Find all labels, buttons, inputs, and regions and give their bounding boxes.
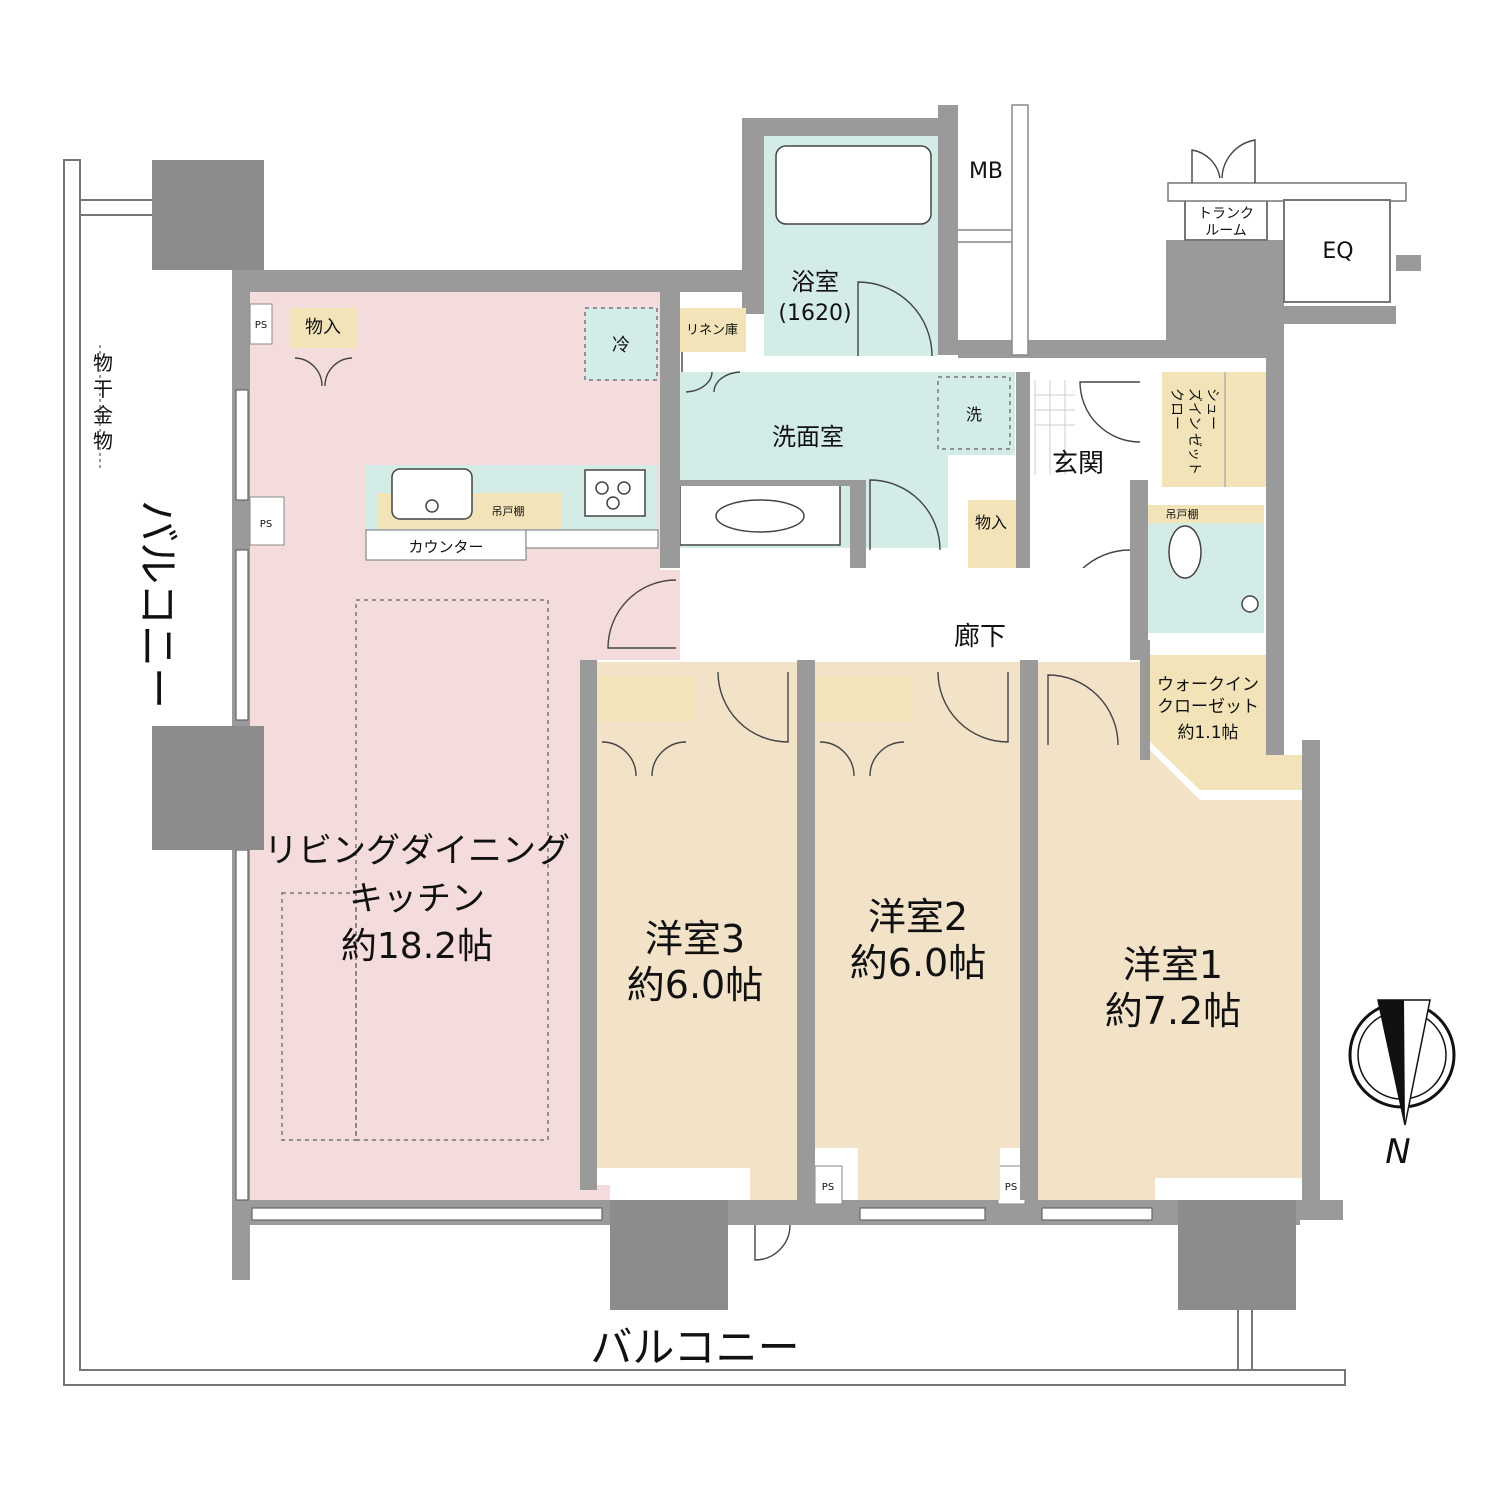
ps-box-3	[814, 1165, 843, 1205]
fridge-outline	[584, 307, 658, 381]
shoe-closet-1: シュー	[1204, 388, 1220, 430]
shoe-closet-2: ズイン	[1186, 388, 1202, 430]
shoe-closet-4: ゼット	[1186, 433, 1202, 475]
entrance	[1030, 375, 1160, 485]
ldk-storage	[290, 308, 358, 348]
storage-label-ldk: 物入	[305, 317, 341, 338]
trunk-room-1: トランク	[1198, 206, 1254, 222]
bedroom-1	[1038, 662, 1302, 1200]
bedroom-3	[597, 662, 797, 1261]
wic-line2: クローゼット	[1157, 697, 1259, 717]
eq-box	[1283, 199, 1391, 303]
washroom-name: 洗面室	[772, 423, 844, 451]
room1-name: 洋室1	[1123, 943, 1223, 987]
wic-line1: ウォークイン	[1157, 675, 1259, 695]
ps-label-2: PS	[260, 519, 272, 530]
balcony-label-south: バルコニー	[590, 1323, 799, 1372]
drying-hardware-1: 物	[93, 351, 113, 375]
room2-name: 洋室2	[868, 895, 968, 939]
ps-box-2	[249, 496, 285, 546]
ldk-storage-door	[294, 357, 353, 387]
storage-label-corridor: 物入	[975, 513, 1007, 532]
ps-label-4: PS	[1005, 1182, 1017, 1193]
balcony-outline	[63, 159, 1346, 1386]
compass-north-label: N	[1385, 1132, 1410, 1172]
mb-shaft	[958, 104, 1029, 356]
ps-label-3: PS	[822, 1182, 834, 1193]
bedroom-2	[815, 662, 1020, 1200]
washer-label: 洗	[966, 405, 982, 424]
bath-size: (1620)	[778, 301, 851, 326]
counter-label: カウンター	[408, 538, 483, 556]
ldk-size: 約18.2帖	[341, 926, 493, 967]
room1-size: 約7.2帖	[1105, 989, 1241, 1033]
wall-shelf-toilet: 吊戸棚	[1166, 507, 1199, 521]
drying-hardware-4: 物	[93, 429, 113, 453]
ldk-door	[607, 579, 677, 649]
eq-label: EQ	[1322, 239, 1353, 264]
linen-door	[681, 352, 741, 393]
drying-hardware-3: 金	[93, 403, 113, 427]
toilet-room	[1059, 505, 1264, 633]
wic-line3: 約1.1帖	[1177, 723, 1238, 743]
corridor-name: 廊下	[954, 622, 1006, 652]
ldk-name: リビングダイニング	[264, 831, 570, 871]
bath-name: 浴室	[791, 268, 839, 296]
drying-hardware-2: 干	[93, 377, 113, 401]
ps-box-1	[249, 303, 273, 345]
wall-shelf-kitchen: 吊戸棚	[492, 504, 525, 518]
room3-name: 洋室3	[645, 917, 745, 961]
bathroom	[764, 136, 938, 357]
room2-size: 約6.0帖	[850, 941, 986, 985]
linen-closet	[678, 308, 746, 352]
shoe-closet-3: クロー	[1168, 388, 1184, 430]
trunk-room	[1167, 139, 1407, 241]
kitchen-counter	[365, 465, 659, 561]
ps-label-1: PS	[255, 320, 267, 331]
mb-label: MB	[969, 159, 1003, 184]
pillars	[152, 160, 1296, 1310]
fridge-label: 冷	[612, 335, 630, 356]
fridge-space	[585, 308, 657, 380]
north-compass	[1348, 999, 1456, 1126]
linen-label: リネン庫	[686, 323, 738, 338]
corridor-storage	[968, 500, 1016, 568]
entrance-name: 玄関	[1052, 449, 1104, 479]
ldk-name-2: キッチン	[349, 879, 485, 919]
room3-size: 約6.0帖	[627, 963, 763, 1007]
interior-walls	[580, 292, 1150, 1200]
corridor	[690, 568, 1140, 660]
trunk-room-2: ルーム	[1205, 223, 1247, 239]
balcony-label-west: バルコニー	[133, 500, 182, 709]
washroom	[679, 372, 1015, 568]
shoe-closet	[1162, 372, 1266, 487]
labels: リビングダイニング キッチン 約18.2帖 洋室3 約6.0帖 洋室2 約6.0…	[93, 159, 1411, 1372]
